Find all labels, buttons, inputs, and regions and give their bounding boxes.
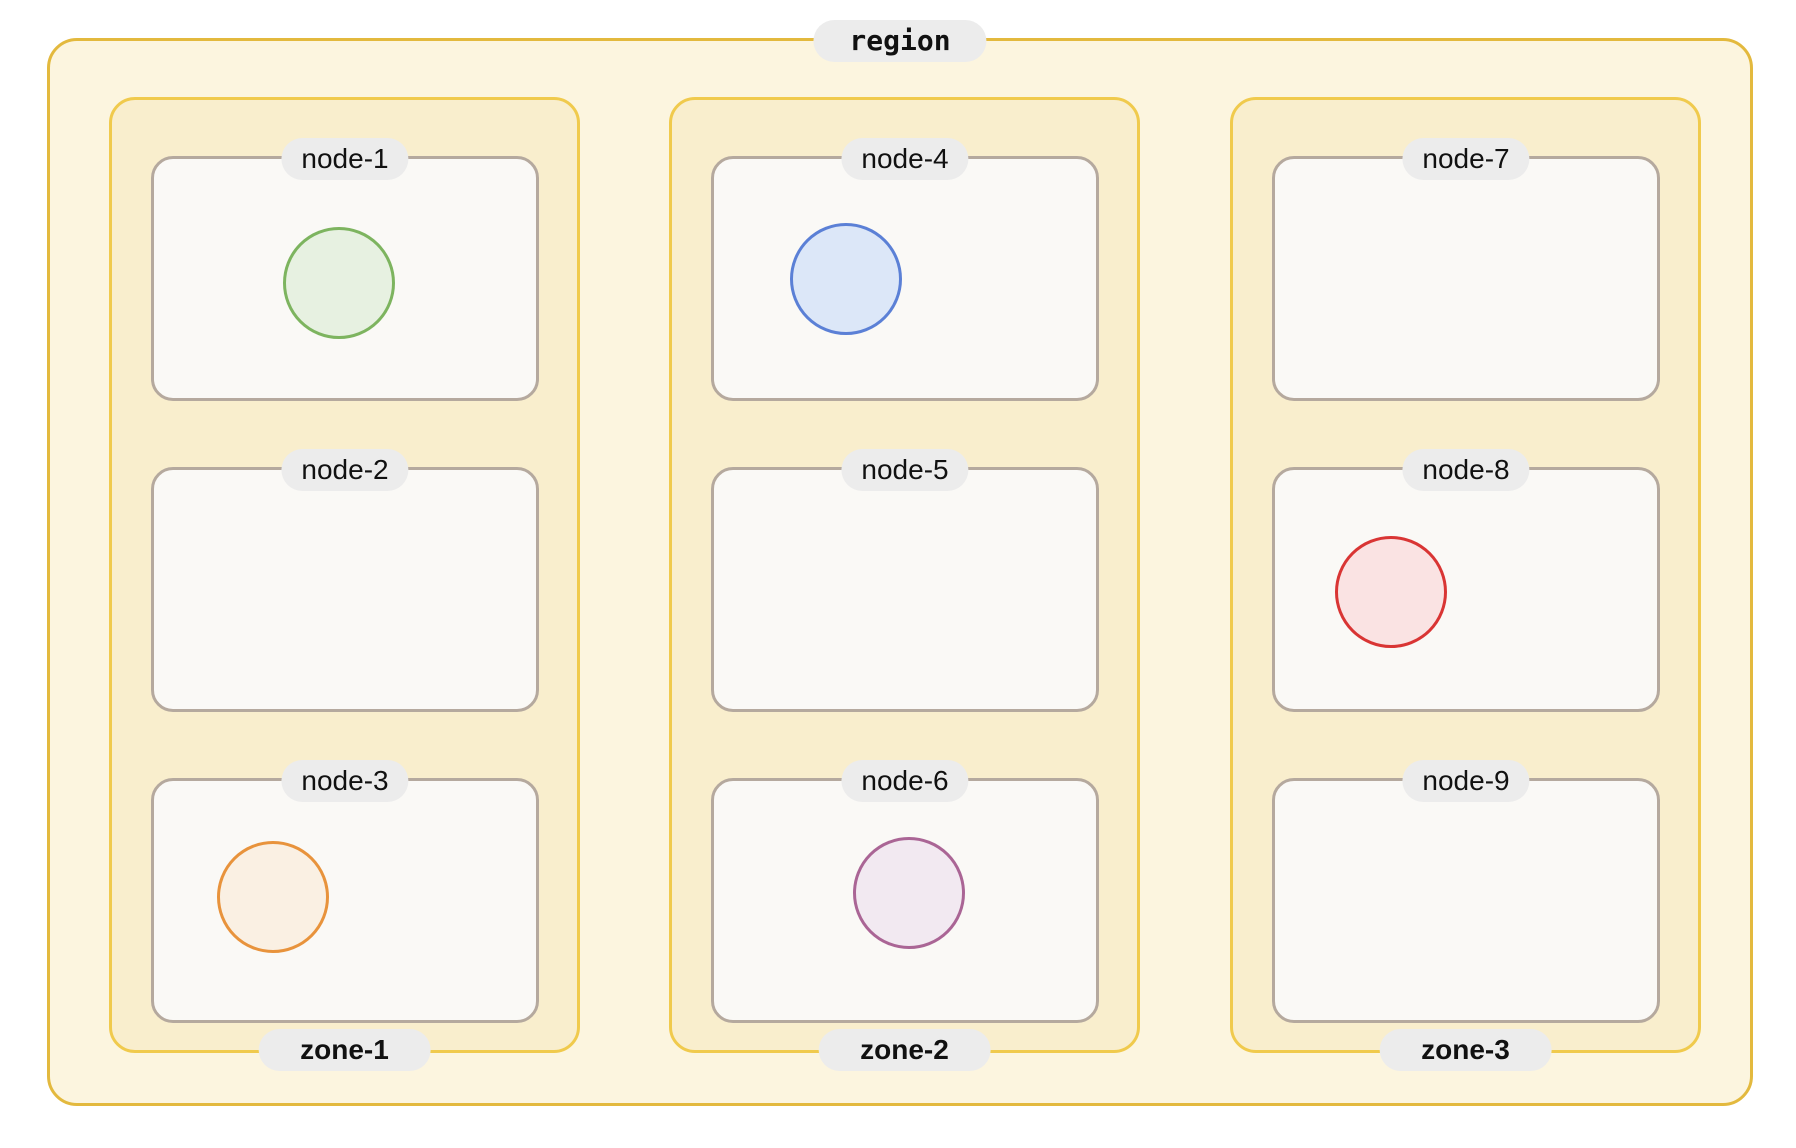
node-label: node-8	[1402, 449, 1530, 491]
region-label: region	[813, 20, 987, 62]
node-label: node-6	[841, 760, 969, 802]
node-label: node-5	[841, 449, 969, 491]
node-circle	[790, 223, 902, 335]
node-label: node-4	[841, 138, 969, 180]
node-box: node-2	[151, 449, 539, 712]
node-label: node-7	[1402, 138, 1530, 180]
zone-label: zone-2	[818, 1029, 991, 1071]
node-circle	[853, 837, 965, 949]
node-box: node-8	[1272, 449, 1660, 712]
node-label: node-2	[281, 449, 409, 491]
zone-3-container: zone-3 node-7 node-8 node-9	[1230, 97, 1701, 1071]
node-circle	[1335, 536, 1447, 648]
node-box: node-7	[1272, 138, 1660, 401]
node-label: node-1	[281, 138, 409, 180]
node-box: node-9	[1272, 760, 1660, 1023]
node-label: node-3	[281, 760, 409, 802]
node-box: node-6	[711, 760, 1099, 1023]
region-container: region zone-1 node-1 node-2 node-3 zone-…	[47, 20, 1753, 1106]
zone-2-container: zone-2 node-4 node-5 node-6	[669, 97, 1140, 1071]
node-label: node-9	[1402, 760, 1530, 802]
node-circle	[217, 841, 329, 953]
zone-label: zone-1	[258, 1029, 431, 1071]
node-box: node-5	[711, 449, 1099, 712]
node-box: node-3	[151, 760, 539, 1023]
zone-1-container: zone-1 node-1 node-2 node-3	[109, 97, 580, 1071]
node-box: node-1	[151, 138, 539, 401]
zone-label: zone-3	[1379, 1029, 1552, 1071]
node-box: node-4	[711, 138, 1099, 401]
node-circle	[283, 227, 395, 339]
